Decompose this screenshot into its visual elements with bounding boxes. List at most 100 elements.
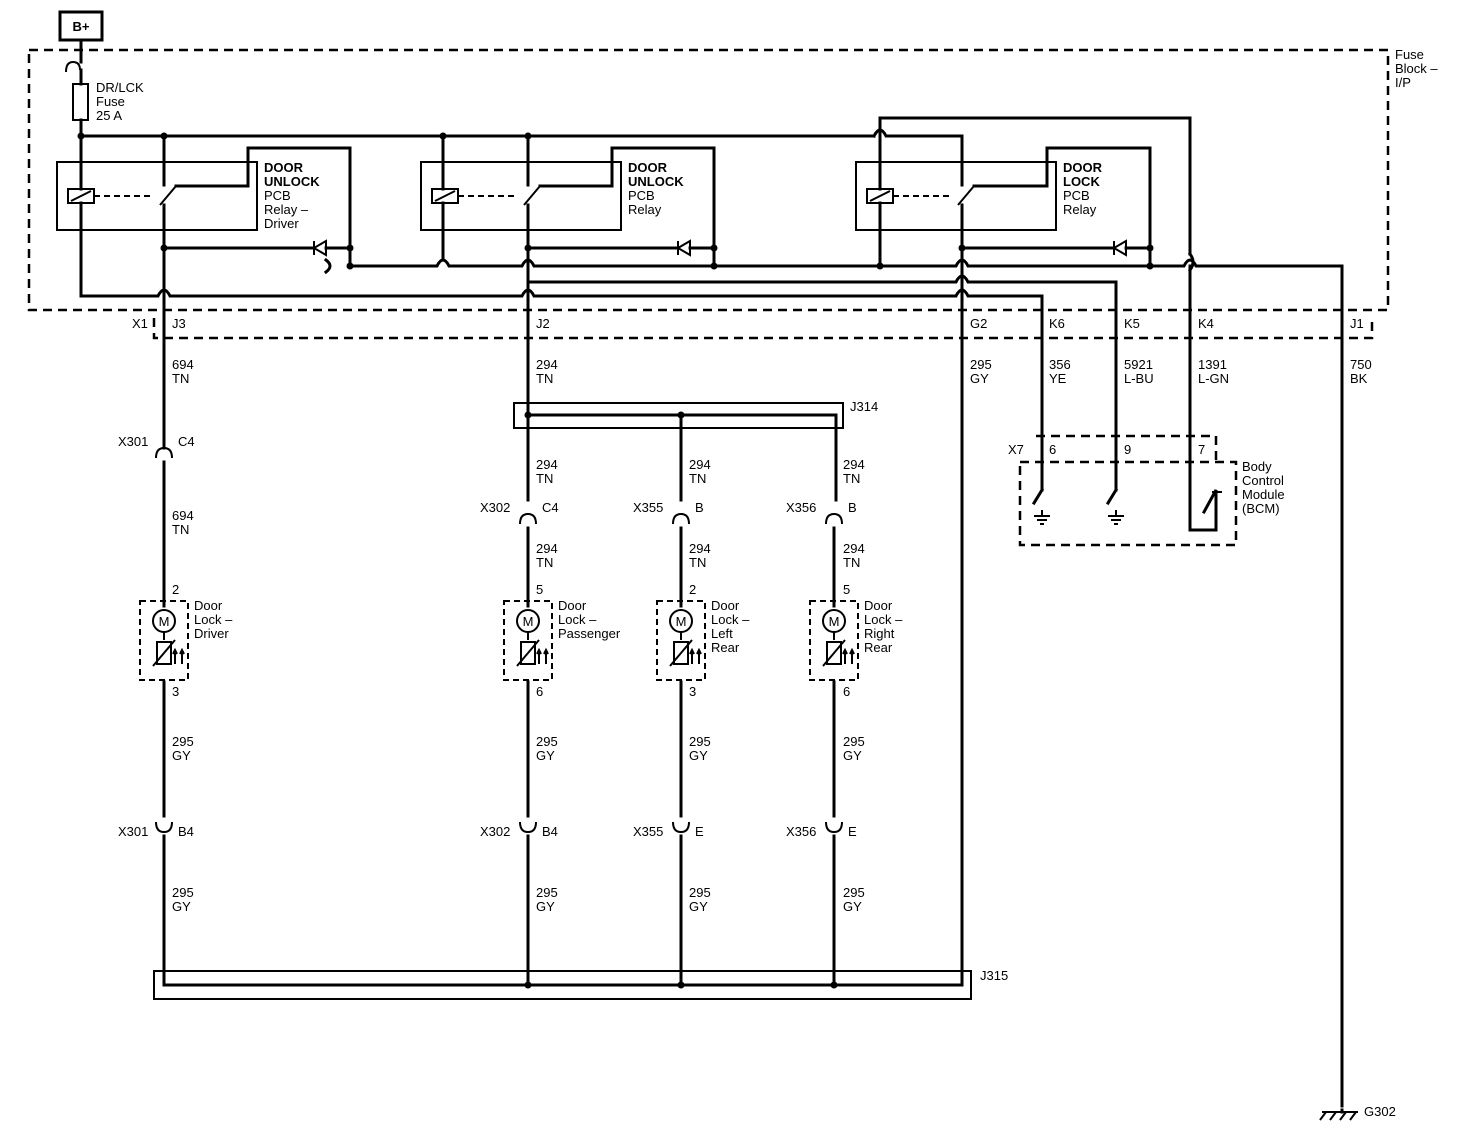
splice-j314: J314 — [513, 399, 878, 502]
w1391-num: 1391 — [1198, 357, 1227, 372]
w294-color-e: TN — [536, 555, 553, 570]
relay-ground-bus — [323, 257, 1344, 1102]
relay2-label-4: Relay — [628, 202, 662, 217]
motor3-label-3: Left — [711, 626, 733, 641]
x302-label-top: X302 — [480, 500, 510, 515]
x1-pin-k6: K6 — [1049, 316, 1065, 331]
x1-pin-g2: G2 — [970, 316, 987, 331]
motor1-label-2: Lock – — [194, 612, 233, 627]
w694-color-a: TN — [172, 371, 189, 386]
motor4-pin-top: 5 — [843, 582, 850, 597]
relay3-label-1: DOOR — [1063, 160, 1103, 175]
motor3-label-4: Rear — [711, 640, 740, 655]
motor2-pin-top: 5 — [536, 582, 543, 597]
w295-num-c1: 295 — [172, 885, 194, 900]
motor3-pin-bottom: 3 — [689, 684, 696, 699]
motor4-label-2: Lock – — [864, 612, 903, 627]
w294-color-a: TN — [536, 371, 553, 386]
power-label: B+ — [73, 19, 90, 34]
w294-color-d: TN — [843, 471, 860, 486]
w294-num-b: 294 — [536, 457, 558, 472]
relay3-label-4: Relay — [1063, 202, 1097, 217]
relay1-label-2: UNLOCK — [264, 174, 320, 189]
bcm-label-2: Control — [1242, 473, 1284, 488]
motor2-label-3: Passenger — [558, 626, 621, 641]
w294-num-c: 294 — [689, 457, 711, 472]
power-source: B+ — [58, 10, 104, 42]
fuse-block-label-2: Block – — [1395, 61, 1438, 76]
x355-pin-bottom: E — [695, 824, 704, 839]
w295-num-c4: 295 — [843, 885, 865, 900]
branch-left-rear: X355 B 294 TN 2 M Door Lock – Left Rear … — [633, 500, 750, 987]
motor2-pin-bottom: 6 — [536, 684, 543, 699]
branch-passenger: X302 C4 294 TN 5 M Door Lock – Passenger… — [480, 500, 621, 987]
motor4-label-4: Rear — [864, 640, 893, 655]
x356-label-top: X356 — [786, 500, 816, 515]
w295-num-b3: 295 — [689, 734, 711, 749]
j314-label: J314 — [850, 399, 878, 414]
relay-door-lock: DOOR LOCK PCB Relay — [855, 134, 1154, 270]
w694-color-b: TN — [172, 522, 189, 537]
w295-color-b2: GY — [536, 748, 555, 763]
relay1-label-4: Relay – — [264, 202, 309, 217]
w694-num-a: 694 — [172, 357, 194, 372]
motor4-label-1: Door — [864, 598, 893, 613]
w295-num-b1: 295 — [172, 734, 194, 749]
w5921-num: 5921 — [1124, 357, 1153, 372]
relay3-label-2: LOCK — [1063, 174, 1100, 189]
relay-door-unlock-driver: DOOR UNLOCK PCB Relay – Driver — [56, 134, 354, 298]
x301-pin-bottom: B4 — [178, 824, 194, 839]
motor1-pin-top: 2 — [172, 582, 179, 597]
ground-label: G302 — [1364, 1104, 1396, 1119]
bcm-pin-7: 7 — [1198, 442, 1205, 457]
branch-right-rear: X356 B 294 TN 5 M Door Lock – Right Rear… — [786, 500, 903, 987]
w356-num: 356 — [1049, 357, 1071, 372]
x302-pin-top: C4 — [542, 500, 559, 515]
j314-wire-labels: 294 TN 294 TN 294 TN — [536, 457, 865, 486]
w294-color-g: TN — [843, 555, 860, 570]
motor3-symbol: M — [676, 614, 687, 629]
x1-wire-labels: 694 TN 294 TN 295 GY 356 YE 5921 L-BU 13… — [172, 357, 1372, 386]
fuse: DR/LCK Fuse 25 A — [65, 38, 144, 138]
relay2-label-2: UNLOCK — [628, 174, 684, 189]
w295-color-b1: GY — [172, 748, 191, 763]
x355-pin-top: B — [695, 500, 704, 515]
motor1-pin-bottom: 3 — [172, 684, 179, 699]
fuse-bus — [77, 128, 964, 140]
ground-g302: G302 — [1319, 1098, 1396, 1121]
body-control-module: X7 6 9 7 Body Control Module (BCM) — [1008, 264, 1285, 547]
w295-color-c3: GY — [689, 899, 708, 914]
x355-label-bottom: X355 — [633, 824, 663, 839]
w294-color-b: TN — [536, 471, 553, 486]
w295-color-a: GY — [970, 371, 989, 386]
w295-color-c2: GY — [536, 899, 555, 914]
w294-num-e: 294 — [536, 541, 558, 556]
w295-num-c3: 295 — [689, 885, 711, 900]
fuse-label-2: Fuse — [96, 94, 125, 109]
branch-driver: X301 C4 694 TN 2 M Door Lock – Driver 3 … — [118, 434, 233, 987]
motor4-label-3: Right — [864, 626, 895, 641]
motor4-pin-bottom: 6 — [843, 684, 850, 699]
relay1-label-5: Driver — [264, 216, 299, 231]
x356-label-bottom: X356 — [786, 824, 816, 839]
motor4-symbol: M — [829, 614, 840, 629]
w294-num-f: 294 — [689, 541, 711, 556]
w1391-color: L-GN — [1198, 371, 1229, 386]
main-runs — [162, 246, 964, 987]
fuse-block: Fuse Block – I/P — [27, 47, 1438, 312]
w295-color-b4: GY — [843, 748, 862, 763]
x355-label-top: X355 — [633, 500, 663, 515]
w295-color-c1: GY — [172, 899, 191, 914]
splice-j315: J315 — [153, 968, 1008, 1000]
x356-pin-bottom: E — [848, 824, 857, 839]
x7-label: X7 — [1008, 442, 1024, 457]
motor2-symbol: M — [523, 614, 534, 629]
w295-num-c2: 295 — [536, 885, 558, 900]
relay-door-unlock: DOOR UNLOCK PCB Relay — [420, 134, 718, 270]
relay2-label-3: PCB — [628, 188, 655, 203]
fuse-block-label-1: Fuse — [1395, 47, 1424, 62]
x301-label-bottom: X301 — [118, 824, 148, 839]
x1-label: X1 — [132, 316, 148, 331]
motor3-label-1: Door — [711, 598, 740, 613]
x1-pin-j1: J1 — [1350, 316, 1364, 331]
